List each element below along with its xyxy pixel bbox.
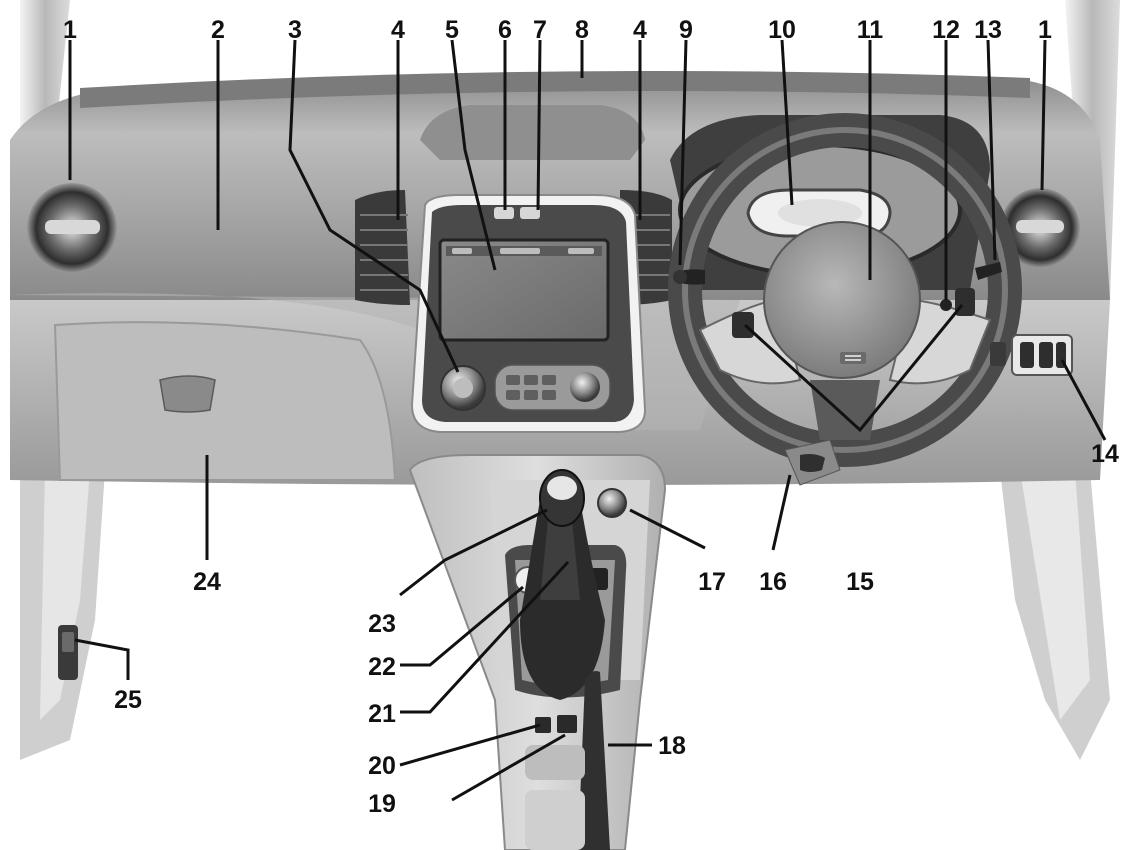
callout-2: 2	[211, 16, 225, 44]
callout-3: 3	[288, 16, 302, 44]
wiper-stalk[interactable]	[975, 262, 1002, 280]
callout-1-left: 1	[63, 16, 77, 44]
multimedia-screen[interactable]	[438, 238, 610, 342]
callout-13: 13	[974, 16, 1002, 44]
callout-16: 16	[759, 568, 787, 596]
switch-19[interactable]	[557, 715, 577, 733]
callout-10: 10	[768, 16, 796, 44]
steering-cruise-buttons[interactable]	[732, 312, 754, 338]
callout-25: 25	[114, 686, 142, 714]
callout-17: 17	[698, 568, 726, 596]
callout-5: 5	[445, 16, 459, 44]
callout-12: 12	[932, 16, 960, 44]
callout-9: 9	[679, 16, 693, 44]
switch-20[interactable]	[535, 717, 551, 733]
callout-21: 21	[368, 700, 396, 728]
callout-1-right: 1	[1038, 16, 1052, 44]
hazard-warning-button[interactable]	[494, 207, 514, 219]
leader-lines	[68, 39, 1107, 802]
callout-18: 18	[658, 732, 686, 760]
central-locking-button[interactable]	[520, 207, 540, 219]
driver-airbag	[763, 221, 921, 379]
centre-left-vent	[355, 190, 410, 305]
callout-6: 6	[498, 16, 512, 44]
glovebox	[53, 321, 397, 481]
ignition-switch[interactable]	[940, 299, 952, 311]
callout-15: 15	[846, 568, 874, 596]
callout-19: 19	[368, 790, 396, 818]
callout-23: 23	[368, 610, 396, 638]
callout-7: 7	[533, 16, 547, 44]
callout-4-right: 4	[633, 16, 647, 44]
callout-11: 11	[857, 16, 884, 44]
callout-4-left: 4	[391, 16, 405, 44]
callout-20: 20	[368, 752, 396, 780]
callout-24: 24	[193, 568, 221, 596]
callout-14: 14	[1091, 440, 1119, 468]
callout-22: 22	[368, 653, 396, 681]
stop-start-button[interactable]	[597, 488, 627, 518]
callout-8: 8	[575, 16, 589, 44]
callout-labels: 1 2 3 4 5 6 7 8 4 9 10 11 12 13 1 14 15 …	[63, 16, 1119, 818]
parking-brake-lever[interactable]	[578, 671, 610, 850]
glovebox-handle	[159, 375, 216, 413]
srp-badge	[840, 352, 866, 364]
